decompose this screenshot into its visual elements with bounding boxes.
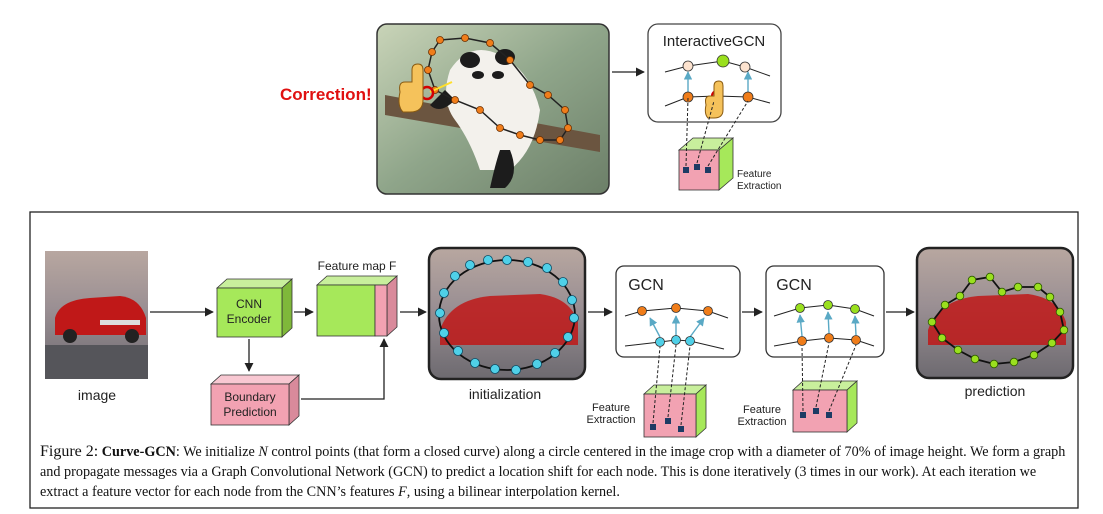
boundary-label-1: Boundary bbox=[224, 390, 275, 404]
initialization-image bbox=[427, 246, 587, 381]
caption-prefix: Figure 2: bbox=[40, 443, 99, 460]
top-feature-label-2: Extraction bbox=[737, 181, 781, 192]
caption-part-1: : We initialize bbox=[175, 444, 259, 460]
top-panel: Correction! bbox=[280, 23, 782, 195]
image-label: image bbox=[78, 387, 116, 403]
feature-map-cube bbox=[315, 275, 399, 337]
boundary-to-featuremap-arrow bbox=[301, 338, 389, 400]
top-feature-cube: Feature Extraction bbox=[677, 97, 781, 192]
boundary-prediction: Boundary Prediction bbox=[209, 374, 301, 426]
prediction-image bbox=[915, 246, 1075, 380]
gcn-2-title: GCN bbox=[776, 277, 812, 294]
caption-var-n: N bbox=[258, 444, 268, 460]
caption-part-3: , using a bilinear interpolation kernel. bbox=[406, 484, 620, 500]
cnn-encoder-label-1: CNN bbox=[236, 297, 262, 311]
figure-caption: Figure 2: Curve-GCN: We initialize N con… bbox=[40, 442, 1070, 502]
caption-bold-title: Curve-GCN bbox=[101, 444, 176, 460]
bottom-panel-frame bbox=[29, 211, 1079, 509]
feature-extraction-1-label-2: Extraction bbox=[587, 414, 636, 426]
feature-extraction-1-label-1: Feature bbox=[592, 402, 630, 414]
prediction-label: prediction bbox=[965, 383, 1026, 399]
feature-cube-2 bbox=[791, 342, 859, 433]
caption-var-f: F bbox=[398, 484, 407, 500]
interactive-gcn-title: InteractiveGCN bbox=[663, 33, 766, 50]
interactive-gcn-box: InteractiveGCN bbox=[647, 23, 782, 123]
feature-map-label: Feature map F bbox=[318, 259, 397, 273]
top-feature-label-1: Feature bbox=[737, 169, 772, 180]
feature-extraction-2-label-1: Feature bbox=[743, 404, 781, 416]
cnn-encoder-label-2: Encoder bbox=[227, 312, 272, 326]
panda-image bbox=[376, 23, 610, 195]
car-image bbox=[45, 251, 148, 379]
hand-icon bbox=[398, 63, 424, 113]
gcn-1-box: GCN bbox=[615, 265, 741, 358]
feature-extraction-2-label-2: Extraction bbox=[738, 416, 787, 428]
caption-part-2: control points (that form a closed curve… bbox=[40, 444, 1066, 500]
cnn-encoder: CNN Encoder bbox=[215, 278, 294, 338]
gcn-1-title: GCN bbox=[628, 277, 664, 294]
correction-label: Correction! bbox=[280, 85, 372, 104]
initialization-label: initialization bbox=[469, 386, 541, 402]
feature-cube-1 bbox=[642, 344, 708, 438]
gcn-2-box: GCN bbox=[765, 265, 885, 358]
boundary-label-2: Prediction bbox=[223, 405, 276, 419]
